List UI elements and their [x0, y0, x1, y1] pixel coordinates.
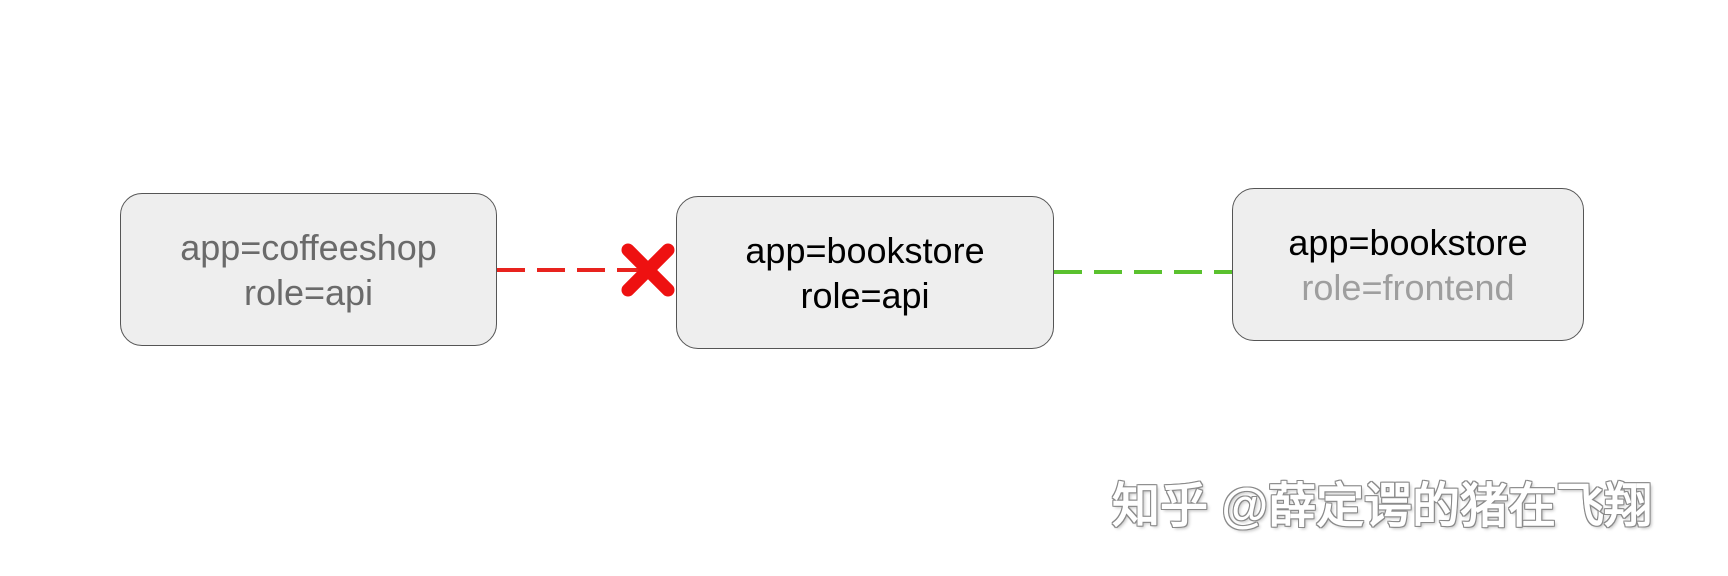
node-role-label: role=api: [800, 274, 930, 316]
cross-mark-icon: [621, 243, 675, 297]
watermark: 知乎 @薛定谔的猪在飞翔: [1112, 480, 1653, 533]
node-app-label: app=bookstore: [1288, 221, 1528, 263]
node-app-label: app=bookstore: [745, 229, 985, 271]
bookstore-frontend-node: app=bookstore role=frontend: [1232, 188, 1584, 341]
coffeeshop-api-node: app=coffeeshop role=api: [120, 193, 497, 346]
bookstore-api-node: app=bookstore role=api: [676, 196, 1054, 349]
node-app-label: app=coffeeshop: [180, 226, 437, 268]
node-role-label: role=frontend: [1301, 266, 1515, 308]
node-role-label: role=api: [243, 271, 374, 313]
